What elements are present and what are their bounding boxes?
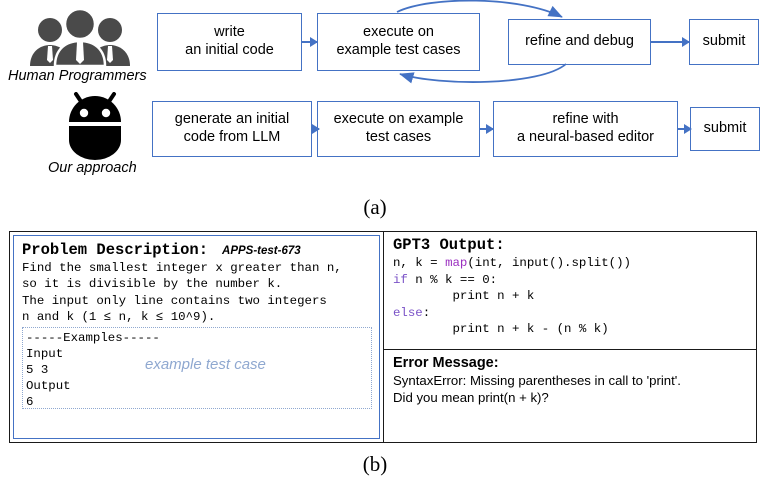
error-message-line-1: SyntaxError: Missing parentheses in call… bbox=[393, 373, 681, 388]
flow-box-line1: execute on example bbox=[333, 111, 464, 128]
arrow-execute-to-refine bbox=[480, 128, 493, 130]
flow-box-execute-test-cases[interactable]: execute on example test cases bbox=[317, 13, 480, 71]
error-message-line-2: Did you mean print(n + k)? bbox=[393, 390, 549, 406]
flow-box-write-initial-code[interactable]: write an initial code bbox=[157, 13, 302, 71]
flow-box-line2: a neural-based editor bbox=[516, 129, 655, 145]
flow-box-line2: example test cases bbox=[336, 42, 461, 58]
caption-b: (b) bbox=[362, 452, 388, 476]
code-token: print n + k bbox=[393, 289, 535, 303]
flow-box-submit-human[interactable]: submit bbox=[689, 19, 759, 65]
gpt3-output-code: n, k = map(int, input().split())if n % k… bbox=[393, 255, 756, 338]
flow-box-line1: submit bbox=[703, 120, 747, 137]
flow-box-submit-approach[interactable]: submit bbox=[690, 107, 760, 151]
flow-diagram-panel-a: Human Programmers Our approach write an … bbox=[0, 0, 766, 200]
output-column: GPT3 Output: n, k = map(int, input().spl… bbox=[384, 232, 756, 442]
problem-description-box: Problem Description: APPS-test-673 Find … bbox=[13, 235, 380, 439]
code-token: print n + k - (n % k) bbox=[393, 322, 609, 336]
flow-box-line2: test cases bbox=[365, 129, 432, 145]
flow-box-refine-neural-editor[interactable]: refine with a neural-based editor bbox=[493, 101, 678, 157]
flow-box-line1: write bbox=[214, 24, 245, 41]
caption-a: (a) bbox=[363, 195, 387, 219]
example-test-case-box: -----Examples----- Input 5 3 Output 6 ex… bbox=[22, 326, 372, 410]
code-line: if n % k == 0: bbox=[393, 272, 756, 289]
code-token: n, k = bbox=[393, 256, 446, 270]
example-test-case-annotation: example test case bbox=[145, 355, 266, 373]
problem-description-column: Problem Description: APPS-test-673 Find … bbox=[10, 232, 384, 442]
code-line: print n + k bbox=[393, 288, 756, 305]
problem-description-header: Problem Description: APPS-test-673 bbox=[22, 241, 372, 259]
arrow-refine-to-submit bbox=[651, 41, 689, 43]
code-token: map bbox=[445, 256, 468, 270]
gpt3-output-header: GPT3 Output: bbox=[393, 236, 505, 254]
flow-box-line1: generate an initial bbox=[174, 111, 290, 128]
flow-box-line1: submit bbox=[702, 33, 746, 50]
flow-box-refine-and-debug[interactable]: refine and debug bbox=[508, 19, 651, 65]
android-icon bbox=[69, 92, 121, 160]
problem-statement-text: Find the smallest integer x greater than… bbox=[22, 261, 342, 325]
code-token: n % k == 0: bbox=[407, 272, 498, 287]
code-token: (int, input().split()) bbox=[467, 256, 631, 270]
code-line: print n + k - (n % k) bbox=[393, 321, 756, 338]
arrow-refine-to-submit-approach bbox=[678, 128, 691, 130]
code-line: else: bbox=[393, 305, 756, 322]
example-test-case-text: -----Examples----- Input 5 3 Output 6 bbox=[26, 330, 160, 410]
flow-box-line1: refine with bbox=[552, 111, 619, 128]
flow-box-execute-example-test-cases[interactable]: execute on example test cases bbox=[317, 101, 480, 157]
code-line: n, k = map(int, input().split()) bbox=[393, 255, 756, 272]
flow-box-generate-initial-code-llm[interactable]: generate an initial code from LLM bbox=[152, 101, 312, 157]
flow-box-line2: code from LLM bbox=[183, 129, 281, 145]
arrow-write-to-execute bbox=[302, 41, 317, 43]
problem-id-badge: APPS-test-673 bbox=[222, 245, 301, 257]
code-token: : bbox=[422, 305, 431, 320]
code-token: if bbox=[393, 272, 408, 287]
error-message-header: Error Message: bbox=[393, 355, 499, 371]
example-panel-b: Problem Description: APPS-test-673 Find … bbox=[9, 231, 757, 443]
role-label-our-approach: Our approach bbox=[48, 160, 137, 176]
code-token: else bbox=[393, 305, 423, 320]
flow-box-line1: refine and debug bbox=[525, 33, 634, 50]
flow-box-line2: an initial code bbox=[185, 42, 274, 58]
error-message-section: Error Message: SyntaxError: Missing pare… bbox=[384, 350, 756, 409]
arrow-generate-to-execute bbox=[312, 128, 319, 130]
gpt3-output-section: GPT3 Output: n, k = map(int, input().spl… bbox=[384, 232, 756, 350]
flow-box-line1: execute on bbox=[363, 24, 434, 41]
role-label-human-programmers: Human Programmers bbox=[8, 68, 147, 84]
people-icon bbox=[30, 8, 130, 68]
problem-description-title: Problem Description: bbox=[22, 241, 209, 259]
